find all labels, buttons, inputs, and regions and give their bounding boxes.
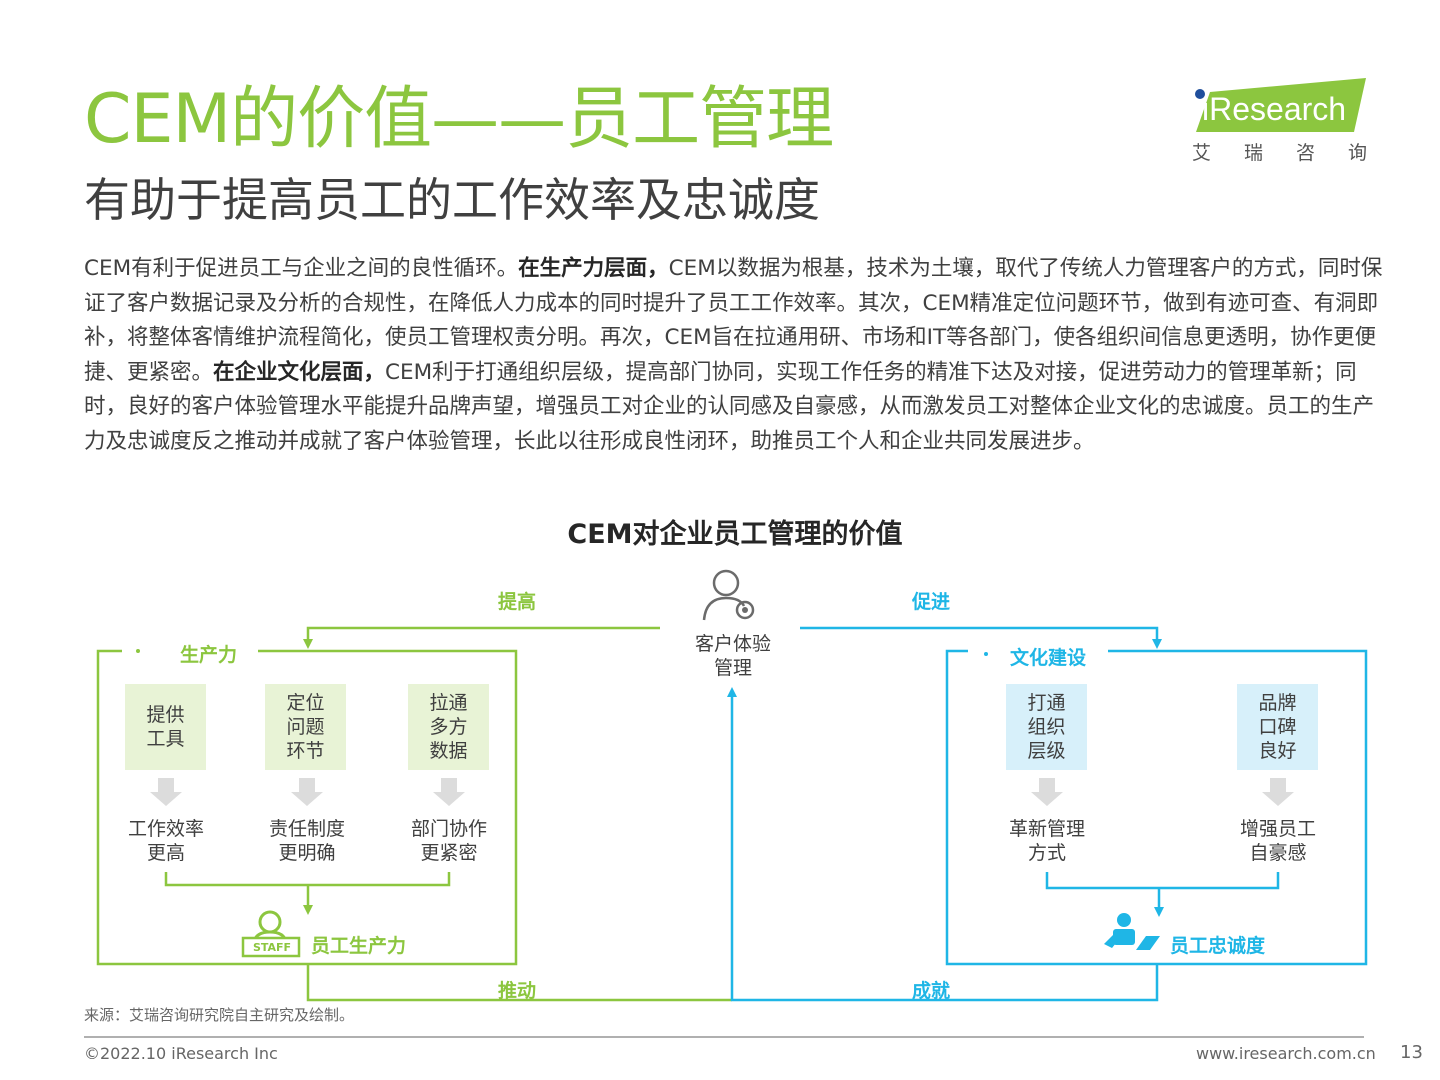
box-connect-data: 拉通 多方 数据 [408, 684, 489, 770]
outcome-loyalty: 员工忠诚度 [1170, 935, 1266, 957]
result-responsibility: 责任制度 更明确 [268, 818, 345, 864]
arrow-achieve [727, 687, 1159, 1002]
productivity-header: 生产力 [180, 644, 238, 666]
box-locate-issues: 定位 问题 环节 [265, 684, 346, 770]
result-management: 革新管理 方式 [1008, 818, 1085, 864]
page-subtitle: 有助于提高员工的工作效率及忠诚度 [84, 173, 820, 227]
highlight-productivity: 在生产力层面， [518, 256, 669, 281]
highlight-culture: 在企业文化层面， [213, 359, 386, 385]
center-node: 客户体验 管理 [694, 633, 771, 679]
arrow-improve [303, 626, 660, 649]
body-paragraph: CEM有利于促进员工与企业之间的良性循环。在生产力层面，CEM以数据为根基，技术… [84, 256, 1383, 454]
box-provide-tools: 提供 工具 [125, 684, 206, 770]
iresearch-logo: iResearch [1195, 78, 1366, 132]
result-pride: 增强员工 自豪感 [1239, 818, 1316, 864]
page-number: 13 [1400, 1042, 1423, 1063]
label-achieve: 成就 [912, 980, 951, 1002]
website-link[interactable]: www.iresearch.com.cn [1196, 1044, 1376, 1063]
loyalty-icon [1104, 913, 1160, 950]
diagram-title: CEM对企业员工管理的价值 [567, 519, 903, 550]
box-connect-levels: 打通 组织 层级 [1006, 684, 1087, 770]
culture-header: 文化建设 [1010, 647, 1087, 669]
arrow-drive [306, 964, 732, 1002]
source-note: 来源：艾瑞咨询研究院自主研究及绘制。 [84, 1006, 355, 1024]
down-arrows [150, 778, 1294, 806]
result-efficiency: 工作效率 更高 [127, 818, 204, 864]
outcome-productivity: 员工生产力 [311, 935, 407, 957]
customer-experience-icon [702, 569, 755, 621]
result-collaboration: 部门协作 更紧密 [410, 818, 487, 864]
arrow-promote [800, 626, 1162, 649]
page-title: CEM的价值——员工管理 [84, 80, 834, 159]
footer-divider [84, 1036, 1364, 1038]
label-promote: 促进 [912, 591, 951, 613]
logo-text: iResearch [1202, 91, 1346, 127]
label-drive: 推动 [498, 980, 537, 1002]
copyright: ©2022.10 iResearch Inc [84, 1044, 278, 1063]
staff-badge: STAFF [252, 941, 292, 954]
logo-chinese: 艾瑞咨询 [1192, 142, 1367, 164]
staff-icon [241, 910, 301, 958]
label-improve: 提高 [498, 591, 537, 613]
box-brand-reputation: 品牌 口碑 良好 [1237, 684, 1318, 770]
